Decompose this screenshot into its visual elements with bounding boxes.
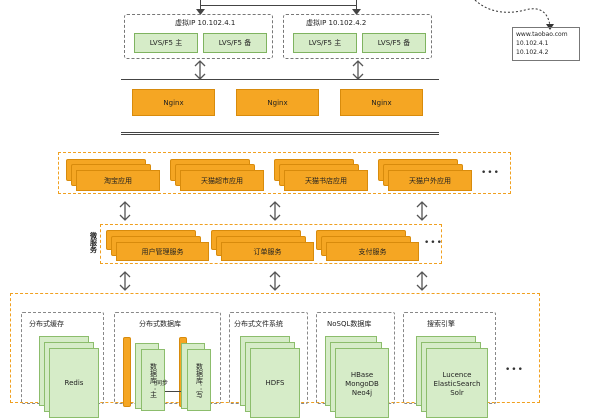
arrow-down-icon: [196, 9, 205, 15]
nosql-item: MongoDB: [345, 380, 379, 388]
double-arrow-icon: [416, 271, 428, 291]
double-arrow-icon: [416, 201, 428, 221]
double-arrow-icon: [119, 201, 131, 221]
nosql-box: HBase MongoDB Neo4j: [335, 348, 389, 418]
top-connector-line: [200, 5, 356, 6]
top-connector-line: [356, 0, 357, 12]
vip-group: 虚拟IP 10.102.4.2 LVS/F5 主 LVS/F5 备: [283, 14, 432, 59]
lvs-primary-box: LVS/F5 主: [293, 33, 357, 53]
double-arrow-icon: [119, 271, 131, 291]
microservice-label: 微服务: [88, 232, 98, 256]
applications-group: [58, 152, 511, 194]
app-box: 天猫书店应用: [284, 170, 368, 191]
filesystem-title: 分布式文件系统: [234, 320, 283, 328]
dns-domain: www.taobao.com: [516, 31, 568, 38]
sync-label: 同步: [156, 380, 169, 387]
search-item: Solr: [450, 389, 464, 397]
database-title: 分布式数据库: [139, 320, 181, 328]
separator-line: [121, 79, 439, 80]
double-arrow-icon: [269, 201, 281, 221]
dns-box: www.taobao.com 10.102.4.1 10.102.4.2: [512, 27, 580, 61]
nosql-item: HBase: [350, 371, 374, 379]
nosql-item: Neo4j: [351, 389, 373, 397]
search-item: ElasticSearch: [433, 380, 481, 388]
dns-ip: 10.102.4.1: [516, 40, 549, 47]
dns-ip: 10.102.4.2: [516, 49, 549, 56]
db-write-box: 数据库：写: [187, 349, 211, 411]
filesystem-panel: 分布式文件系统 HDFS: [229, 312, 308, 418]
vip-group: 虚拟IP 10.102.4.1 LVS/F5 主 LVS/F5 备: [124, 14, 273, 59]
separator-line: [121, 132, 439, 133]
arrow-down-icon: [352, 9, 361, 15]
app-box: 天猫超市应用: [180, 170, 264, 191]
service-box: 用户管理服务: [116, 242, 209, 261]
redis-box: Redis: [49, 348, 99, 418]
nosql-panel: NoSQL数据库 HBase MongoDB Neo4j: [316, 312, 395, 418]
nginx-box: Nginx: [236, 89, 319, 116]
nginx-box: Nginx: [132, 89, 215, 116]
nginx-box: Nginx: [340, 89, 423, 116]
app-box: 淘宝应用: [76, 170, 160, 191]
hdfs-box: HDFS: [250, 348, 300, 418]
lvs-backup-box: LVS/F5 备: [362, 33, 426, 53]
more-storage-ellipsis: •••: [505, 365, 524, 375]
cache-panel: 分布式缓存 Redis: [21, 312, 104, 418]
double-arrow-icon: [269, 271, 281, 291]
app-box: 天猫户外应用: [388, 170, 472, 191]
search-title: 搜索引擎: [427, 320, 455, 328]
sync-line: [165, 391, 181, 392]
separator-line: [121, 134, 439, 135]
db-master-label: 数据库：主: [149, 362, 158, 398]
db-write-label: 数据库：写: [195, 362, 204, 398]
service-box: 订单服务: [221, 242, 314, 261]
cache-title: 分布式缓存: [29, 320, 64, 328]
double-arrow-icon: [352, 60, 364, 80]
database-panel: 分布式数据库 数据库：主 数据库：写 同步: [114, 312, 221, 411]
lvs-backup-box: LVS/F5 备: [203, 33, 267, 53]
double-arrow-icon: [194, 60, 206, 80]
search-box: Lucence ElasticSearch Solr: [426, 348, 488, 418]
more-apps-ellipsis: •••: [481, 168, 500, 178]
more-services-ellipsis: •••: [424, 238, 443, 248]
search-item: Lucence: [442, 371, 472, 379]
lvs-primary-box: LVS/F5 主: [134, 33, 198, 53]
microservice-label-text: 微服务: [89, 232, 98, 253]
service-box: 支付服务: [326, 242, 419, 261]
db-bar: [123, 337, 131, 407]
nosql-title: NoSQL数据库: [327, 320, 372, 328]
vip-title: 虚拟IP 10.102.4.1: [175, 19, 236, 27]
vip-title: 虚拟IP 10.102.4.2: [306, 19, 367, 27]
top-connector-line: [200, 0, 201, 12]
search-panel: 搜索引擎 Lucence ElasticSearch Solr: [403, 312, 496, 418]
microservices-group: [100, 224, 442, 264]
